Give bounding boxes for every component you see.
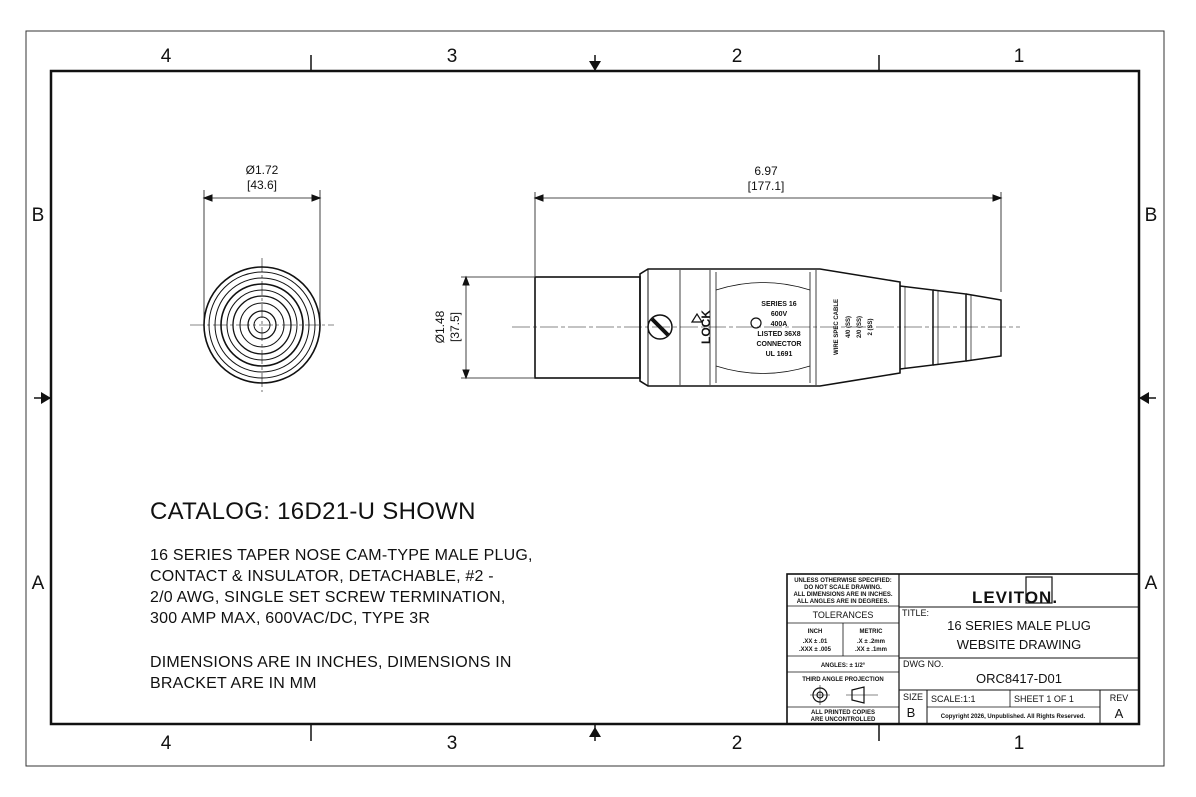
dim-diameter-side: Ø1.48	[433, 310, 447, 343]
metric-tol-2: .XX ± .1mm	[855, 647, 887, 653]
dwg-label: DWG NO.	[903, 659, 944, 669]
title-line-2: WEBSITE DRAWING	[957, 637, 1081, 652]
printed-copies-1: ALL PRINTED COPIES	[811, 710, 875, 716]
metric-label: METRIC	[860, 629, 884, 635]
zone-col-4-top: 4	[161, 46, 172, 67]
unless-block: UNLESS OTHERWISE SPECIFIED: DO NOT SCALE…	[793, 578, 892, 605]
inch-tol-2: .XXX ± .005	[799, 647, 832, 653]
marking-series: SERIES 16	[761, 301, 797, 308]
zone-col-2-top: 2	[732, 46, 743, 67]
dim-diameter-end: Ø1.72	[246, 163, 279, 177]
ul-mark-icon	[750, 317, 762, 329]
marking-wire-2: 2/0 (SS)	[857, 316, 863, 338]
dimensions-note: DIMENSIONS ARE IN INCHES, DIMENSIONS IN …	[150, 652, 580, 694]
title-label: TITLE:	[902, 608, 929, 618]
printed-copies-2: ARE UNCONTROLLED	[811, 717, 876, 723]
angles-label: ANGLES: ± 1/2°	[821, 663, 866, 669]
tolerances-label: TOLERANCES	[813, 610, 874, 620]
dimensions-note-line: DIMENSIONS ARE IN INCHES, DIMENSIONS IN	[150, 654, 512, 671]
rev-label: REV	[1110, 693, 1129, 703]
description-line: CONTACT & INSULATOR, DETACHABLE, #2 -	[150, 568, 494, 585]
zone-col-3-bottom: 3	[447, 733, 458, 754]
zone-row-a-right: A	[1145, 573, 1158, 594]
size-value: B	[907, 705, 916, 720]
metric-tol-1: .X ± .2mm	[857, 639, 885, 645]
catalog-title: CATALOG: 16D21-U SHOWN	[150, 498, 476, 525]
logo-text: LEVITON.	[972, 588, 1058, 607]
inch-label: INCH	[808, 629, 823, 635]
dwg-number: ORC8417-D01	[976, 671, 1062, 686]
center-arrows	[41, 61, 1149, 737]
zone-col-4-bottom: 4	[161, 733, 172, 754]
unless-line-3: ALL DIMENSIONS ARE IN INCHES.	[793, 592, 892, 598]
marking-ul: UL 1691	[766, 351, 793, 358]
side-view	[461, 192, 1020, 387]
projection-label: THIRD ANGLE PROJECTION	[802, 677, 883, 683]
dimensions-note-line: BRACKET ARE IN MM	[150, 675, 317, 692]
marking-voltage: 600V	[771, 311, 788, 318]
unless-line-2: DO NOT SCALE DRAWING.	[804, 585, 882, 591]
marking-lock: LOCK	[699, 310, 713, 344]
description-line: 300 AMP MAX, 600VAC/DC, TYPE 3R	[150, 610, 431, 627]
unless-line-4: ALL ANGLES ARE IN DEGREES.	[797, 599, 890, 605]
zone-col-1-bottom: 1	[1014, 733, 1025, 754]
marking-wire: WIRE SPEC CABLE 4/0 (SS) 2/0 (SS) 2 (SS)	[834, 299, 874, 355]
marking-wire-label: WIRE SPEC CABLE	[834, 299, 840, 355]
marking-amps: 400A	[771, 321, 788, 328]
zone-row-b-left: B	[32, 205, 45, 226]
dim-length-mm: [177.1]	[748, 179, 785, 193]
unless-line-1: UNLESS OTHERWISE SPECIFIED:	[794, 578, 892, 584]
zone-col-1-top: 1	[1014, 46, 1025, 67]
title-block	[786, 573, 1140, 725]
marking-ratings: SERIES 16 600V 400A LISTED 36X8 CONNECTO…	[757, 301, 802, 358]
zone-col-3-top: 3	[447, 46, 458, 67]
dim-diameter-side-mm: [37.5]	[448, 312, 462, 342]
zone-row-a-left: A	[32, 573, 45, 594]
scale-label: SCALE:1:1	[931, 694, 976, 704]
marking-wire-3: 2 (SS)	[868, 318, 874, 335]
end-view	[190, 190, 334, 392]
inch-tol-1: .XX ± .01	[803, 639, 828, 645]
marking-connector: CONNECTOR	[757, 341, 802, 348]
outer-border	[25, 30, 1165, 767]
zone-col-2-bottom: 2	[732, 733, 743, 754]
dim-diameter-end-mm: [43.6]	[247, 178, 277, 192]
rev-value: A	[1115, 706, 1124, 721]
size-label: SIZE	[903, 692, 923, 702]
description-line: 16 SERIES TAPER NOSE CAM-TYPE MALE PLUG,	[150, 547, 533, 564]
title-line-1: 16 SERIES MALE PLUG	[947, 618, 1091, 633]
dim-length: 6.97	[754, 164, 778, 178]
description-line: 2/0 AWG, SINGLE SET SCREW TERMINATION,	[150, 589, 506, 606]
leviton-logo: LEVITON.	[972, 576, 1058, 607]
copyright-text: Copyright 2026, Unpublished. All Rights …	[941, 714, 1086, 720]
sheet-label: SHEET 1 OF 1	[1014, 694, 1074, 704]
description-block: 16 SERIES TAPER NOSE CAM-TYPE MALE PLUG,…	[150, 545, 580, 629]
marking-listed: LISTED 36X8	[757, 331, 800, 338]
zone-row-b-right: B	[1145, 205, 1158, 226]
marking-wire-1: 4/0 (SS)	[846, 316, 852, 338]
